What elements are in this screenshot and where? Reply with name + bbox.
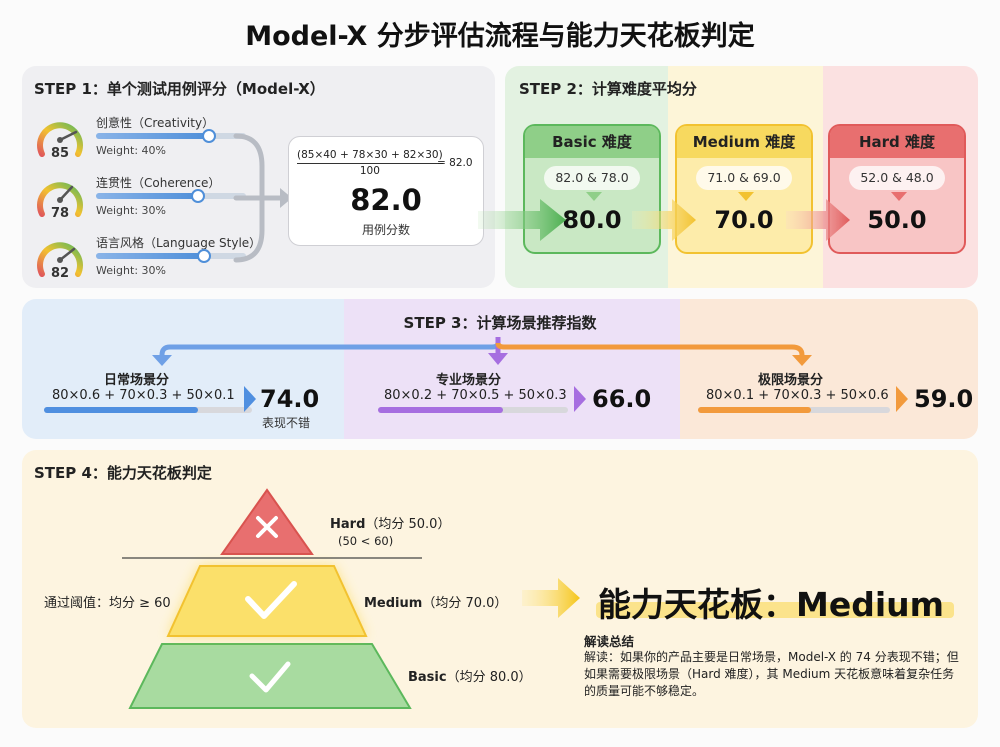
- score-pair: 52.0 & 48.0: [849, 166, 945, 190]
- case-score: 82.0: [350, 183, 422, 217]
- weight-slider[interactable]: [96, 189, 246, 203]
- formula-denominator: 100: [359, 165, 380, 177]
- basic-tier: [128, 643, 412, 709]
- chevron-right-icon: [244, 386, 256, 412]
- chevron-right-icon: [574, 386, 586, 412]
- medium-tier-label: Medium（均分 70.0）: [364, 596, 508, 611]
- scenario-note: 表现不错: [262, 416, 311, 430]
- score-pair: 71.0 & 69.0: [696, 166, 792, 190]
- scenario-value: 74.0: [260, 385, 320, 413]
- scenario-bar: [378, 407, 568, 413]
- scenario-formula: 80×0.1 + 70×0.3 + 50×0.6: [706, 388, 889, 403]
- card-hard: Hard 难度 52.0 & 48.0 50.0: [828, 124, 966, 254]
- summary-title: 解读总结: [584, 634, 635, 649]
- flow-arrow-red-icon: [786, 199, 850, 241]
- card-medium: Medium 难度 71.0 & 69.0 70.0: [675, 124, 813, 254]
- slider-knob[interactable]: [202, 129, 216, 143]
- check-icon: [249, 661, 291, 693]
- branch-arrows-icon: [152, 337, 812, 366]
- metric-score: 85: [50, 146, 70, 161]
- metric-weight: Weight: 30%: [96, 204, 166, 217]
- formula-result: = 82.0: [437, 157, 473, 169]
- slider-knob[interactable]: [191, 189, 205, 203]
- difficulty-average: 80.0: [562, 206, 622, 234]
- weight-slider[interactable]: [96, 129, 246, 143]
- flow-arrow-yellow-icon: [632, 199, 696, 241]
- threshold-label: 通过阈值：均分 ≥ 60: [44, 596, 171, 611]
- hard-tier: [220, 488, 314, 555]
- difficulty-average: 70.0: [714, 206, 774, 234]
- merge-arrow-icon: [233, 133, 292, 263]
- weight-slider[interactable]: [96, 249, 246, 263]
- metric-name: 创意性（Creativity）: [96, 116, 215, 130]
- step2-label: STEP 2：计算难度平均分: [519, 80, 697, 98]
- gauge-icon: [37, 242, 83, 277]
- scenario-name: 极限场景分: [758, 373, 824, 388]
- metric-weight: Weight: 40%: [96, 144, 166, 157]
- scenario-formula: 80×0.6 + 70×0.3 + 50×0.1: [52, 388, 235, 403]
- summary-text: 解读：如果你的产品主要是日常场景，Model-X 的 74 分表现不错；但如果需…: [584, 650, 959, 698]
- step1-label: STEP 1：单个测试用例评分（Model-X）: [34, 80, 325, 98]
- step1-panel: STEP 1：单个测试用例评分（Model-X） 85 创意性（Creativi…: [22, 66, 495, 288]
- result-arrow-icon: [522, 578, 580, 618]
- band-professional: [344, 299, 680, 439]
- case-score-box: (85×40 + 78×30 + 82×30) 100 = 82.0 82.0 …: [288, 136, 484, 246]
- page-title: Model-X 分步评估流程与能力天花板判定: [245, 21, 755, 52]
- scenario-formula: 80×0.2 + 70×0.5 + 50×0.3: [384, 388, 567, 403]
- band-daily: [22, 299, 344, 439]
- card-title: Basic 难度: [525, 126, 659, 158]
- down-arrow-icon: [738, 192, 754, 201]
- step2-panel: STEP 2：计算难度平均分 Basic 难度 82.0 & 78.0 80.0…: [505, 66, 978, 288]
- scenario-bar: [698, 407, 890, 413]
- step4-panel: STEP 4：能力天花板判定 Hard（均分 50.0） (50 < 60) 通…: [22, 450, 978, 728]
- capability-pyramid: [122, 488, 422, 709]
- metric-score: 82: [50, 266, 70, 281]
- scenario-bar-fill: [44, 407, 198, 413]
- metric-weight: Weight: 30%: [96, 264, 166, 277]
- cross-icon: [256, 516, 278, 538]
- down-arrow-icon: [586, 192, 602, 201]
- gauge-icon: [37, 122, 83, 157]
- score-pair: 82.0 & 78.0: [544, 166, 640, 190]
- band-extreme: [680, 299, 978, 439]
- basic-tier-label: Basic（均分 80.0）: [408, 670, 532, 685]
- scenario-bar-fill: [378, 407, 503, 413]
- metric-creativity: 85 创意性（Creativity） Weight: 40%: [34, 114, 284, 170]
- step3-panel: STEP 3：计算场景推荐指数 日常场景分 80×0.6 + 70×0.3 + …: [22, 299, 978, 439]
- card-title: Medium 难度: [677, 126, 811, 158]
- metric-language-style: 82 语言风格（Language Style） Weight: 30%: [34, 234, 284, 290]
- check-icon: [245, 581, 297, 619]
- difficulty-average: 50.0: [867, 206, 927, 234]
- card-title: Hard 难度: [830, 126, 964, 158]
- scenario-name: 日常场景分: [104, 373, 170, 388]
- chevron-right-icon: [896, 386, 908, 412]
- medium-tier: [166, 565, 368, 637]
- scenario-name: 专业场景分: [436, 373, 502, 388]
- step3-label: STEP 3：计算场景推荐指数: [403, 314, 597, 332]
- metric-coherence: 78 连贯性（Coherence） Weight: 30%: [34, 174, 284, 230]
- scenario-value: 66.0: [592, 385, 652, 413]
- scenario-bar: [44, 407, 252, 413]
- metric-name: 语言风格（Language Style）: [96, 236, 262, 250]
- hard-tier-label: Hard（均分 50.0）: [330, 517, 451, 532]
- gauge-icon: [37, 182, 83, 217]
- step4-label: STEP 4：能力天花板判定: [34, 464, 212, 482]
- scenario-value: 59.0: [914, 385, 974, 413]
- metric-name: 连贯性（Coherence）: [96, 176, 221, 190]
- score-formula: (85×40 + 78×30 + 82×30) 100: [297, 149, 443, 177]
- ceiling-verdict: 能力天花板：Medium: [598, 585, 945, 624]
- ceiling-highlight: [596, 602, 954, 618]
- metric-score: 78: [50, 206, 70, 221]
- scenario-bar-fill: [698, 407, 811, 413]
- formula-numerator: (85×40 + 78×30 + 82×30): [297, 149, 443, 164]
- flow-arrow-green-icon: [478, 199, 566, 241]
- slider-knob[interactable]: [197, 249, 211, 263]
- hard-tier-note: (50 < 60): [338, 534, 394, 548]
- down-arrow-icon: [891, 192, 907, 201]
- case-score-caption: 用例分数: [361, 223, 410, 237]
